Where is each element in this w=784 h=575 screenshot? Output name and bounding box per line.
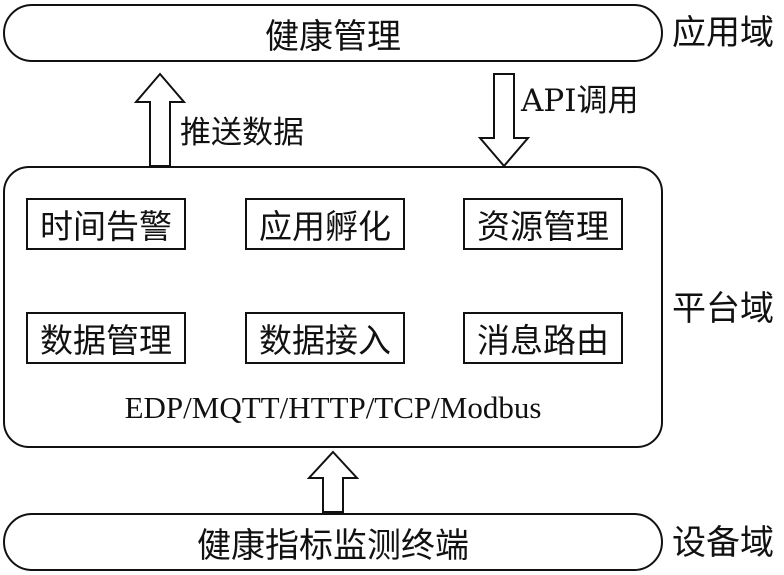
module-time-alarm: 时间告警 (26, 198, 186, 250)
platform-domain-label: 平台域 (672, 289, 774, 329)
module-message-routing: 消息路由 (463, 312, 623, 364)
module-label: 消息路由 (477, 321, 609, 360)
module-label: 时间告警 (40, 207, 172, 246)
module-label: 资源管理 (477, 207, 609, 246)
device-box-label: 健康指标监测终端 (197, 525, 469, 566)
module-resource-management: 资源管理 (463, 198, 623, 250)
device-upload-arrow-icon (306, 450, 360, 513)
push-data-arrow-icon (133, 72, 187, 167)
platform-box: 时间告警 应用孵化 资源管理 数据管理 数据接入 消息路由 EDP/MQTT/H… (3, 166, 663, 448)
push-data-label: 推送数据 (180, 115, 304, 151)
module-data-management: 数据管理 (26, 312, 186, 364)
module-label: 数据接入 (259, 321, 391, 360)
module-label: 应用孵化 (259, 207, 391, 246)
device-box: 健康指标监测终端 (3, 513, 663, 571)
protocol-list: EDP/MQTT/HTTP/TCP/Modbus (124, 390, 542, 425)
module-app-incubation: 应用孵化 (245, 198, 405, 250)
application-box-label: 健康管理 (265, 16, 401, 57)
module-data-access: 数据接入 (245, 312, 405, 364)
device-domain-label: 设备域 (672, 523, 774, 563)
application-box: 健康管理 (3, 4, 663, 62)
module-label: 数据管理 (40, 321, 172, 360)
api-call-label: API调用 (521, 83, 639, 119)
api-call-arrow-icon (477, 73, 531, 168)
application-domain-label: 应用域 (672, 13, 774, 53)
